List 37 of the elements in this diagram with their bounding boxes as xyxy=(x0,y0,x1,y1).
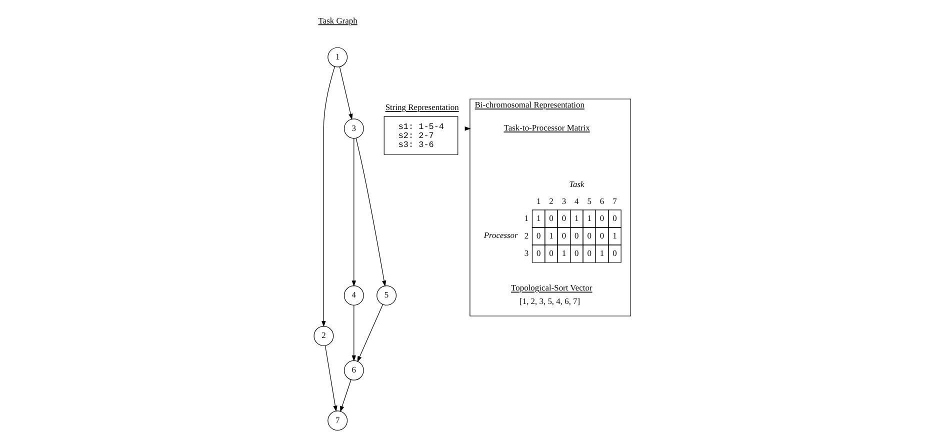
label: 0 xyxy=(536,230,540,240)
label: 1 xyxy=(612,230,616,240)
label: 0 xyxy=(586,230,591,240)
label: 0 xyxy=(586,248,591,258)
label: 0 xyxy=(574,230,578,240)
label: 1 xyxy=(536,196,540,206)
label: 1 xyxy=(536,212,540,223)
label: 5 xyxy=(586,196,591,206)
label: 1 xyxy=(574,212,578,223)
label: 0 xyxy=(599,230,604,240)
label: 0 xyxy=(548,248,553,258)
node-text: Task-to-Processor Matrix xyxy=(503,122,590,133)
label: 1 xyxy=(599,248,604,258)
label: Task Graph xyxy=(318,15,357,26)
label: 1 xyxy=(586,212,591,223)
label: Processor xyxy=(483,230,518,240)
label: 1 xyxy=(548,230,553,240)
label: 1 xyxy=(524,212,528,223)
node-text: Topological-Sort Vector [1, 2, 3, 5, 4, 6, 7] xyxy=(510,282,592,306)
node-label: String Representation xyxy=(384,102,458,112)
label: 2 xyxy=(548,196,553,206)
label: 3 xyxy=(561,196,566,206)
label: 3 xyxy=(524,248,528,258)
label: 0 xyxy=(561,230,566,240)
label: 0 xyxy=(612,212,616,223)
label: 0 xyxy=(612,248,616,258)
label: 7 xyxy=(612,196,616,206)
label: 0 xyxy=(548,212,553,223)
label: 2 xyxy=(524,230,528,240)
label: 0 xyxy=(599,212,604,223)
label: 6 xyxy=(599,196,604,206)
label: 0 xyxy=(536,248,540,258)
label: Task xyxy=(568,179,584,190)
label: 0 xyxy=(561,212,566,223)
label: 4 xyxy=(574,196,578,206)
label: 0 xyxy=(574,248,578,258)
label: 1 xyxy=(561,248,566,258)
